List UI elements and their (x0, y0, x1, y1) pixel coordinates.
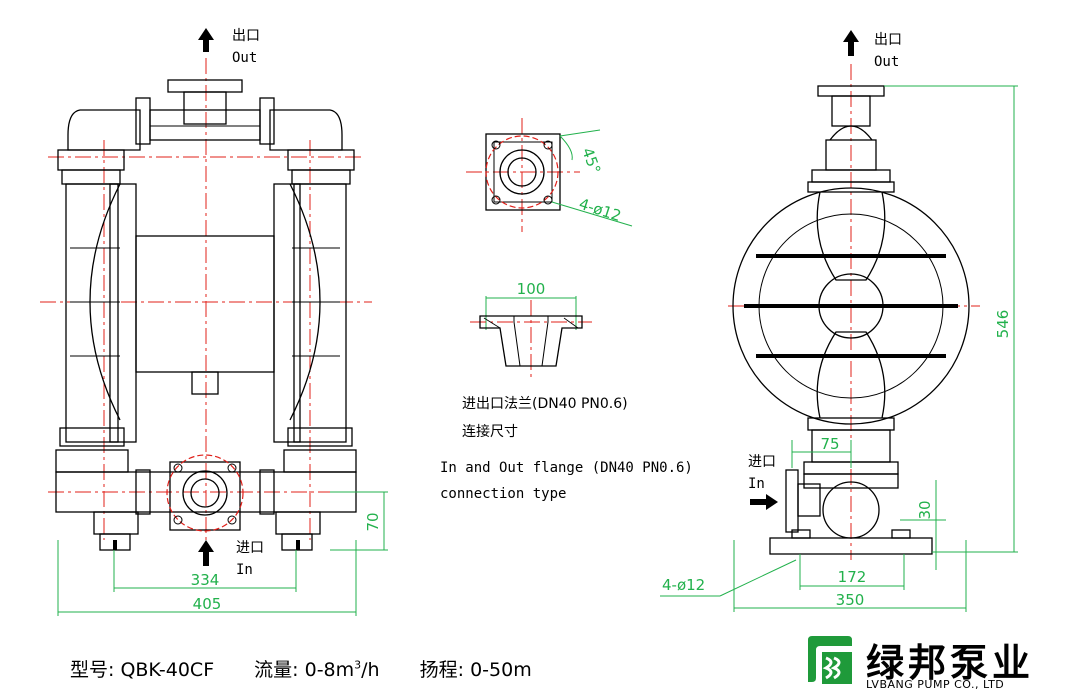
brand-name-cn: 绿邦泵业 (866, 641, 1035, 685)
flange-caption-en-1: In and Out flange (DN40 PN0.6) (440, 460, 693, 476)
side-outlet-label-en: Out (874, 54, 899, 70)
dim-height: 546 (994, 310, 1012, 339)
flange-diameter: 100 (517, 280, 546, 298)
brand-logo: 绿邦泵业 LVBANG PUMP CO., LTD (804, 632, 1044, 692)
side-outlet-label-cn: 出口 (874, 32, 902, 48)
dim-base-holes: 4-ø12 (662, 576, 705, 594)
brand-name-en: LVBANG PUMP CO., LTD (866, 678, 1005, 691)
front-outlet-label-cn: 出口 (232, 28, 260, 44)
side-outlet-arrow-icon (843, 30, 859, 56)
side-inlet-label-cn: 进口 (748, 454, 776, 470)
dim-inlet-height: 70 (364, 512, 382, 531)
dim-overall-width: 405 (193, 595, 222, 613)
flange-angle: 45° (578, 145, 604, 176)
dim-inlet-spacing: 334 (191, 571, 220, 589)
dim-inlet-offset: 75 (820, 435, 839, 453)
front-view: 出口 Out (40, 28, 388, 616)
front-inlet-label-en: In (236, 562, 253, 578)
side-inlet-label-en: In (748, 476, 765, 492)
flange-caption-cn-2: 连接尺寸 (462, 423, 518, 440)
side-inlet-arrow-icon (750, 494, 778, 510)
flange-caption-en-2: connection type (440, 486, 566, 502)
side-view: 出口 Out 进口 In (660, 30, 1018, 612)
dim-base-spacing: 172 (838, 568, 867, 586)
flange-holes: 4-ø12 (577, 195, 624, 225)
dim-overall-depth: 350 (836, 591, 865, 609)
front-outlet-label-en: Out (232, 50, 257, 66)
spec-head: 扬程: 0-50m (419, 659, 532, 681)
flange-caption-cn-1: 进出口法兰(DN40 PN0.6) (462, 396, 628, 412)
front-inlet-label-cn: 进口 (236, 540, 264, 556)
spec-flow: 流量: 0-8m3/h (254, 658, 380, 681)
spec-line: 型号: QBK-40CF 流量: 0-8m3/h 扬程: 0-50m (70, 655, 566, 682)
flange-detail: 45° 4-ø12 100 进出口法兰(DN40 PN0.6) 连接尺寸 In … (440, 118, 693, 502)
dim-base-height: 30 (916, 500, 934, 519)
lvbang-logo-icon (808, 636, 852, 684)
outlet-arrow-icon (198, 28, 214, 52)
spec-model: 型号: QBK-40CF (70, 659, 215, 681)
inlet-arrow-icon (198, 540, 214, 566)
